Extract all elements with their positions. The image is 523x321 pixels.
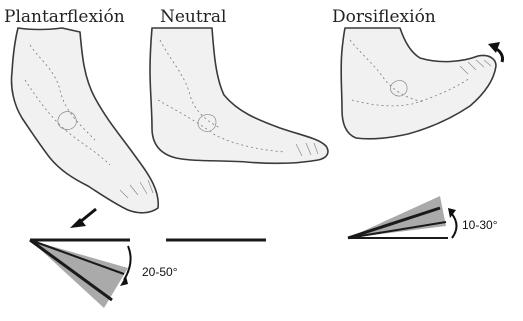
arc-arrow-icon [120, 246, 131, 286]
down-arrow-icon [70, 209, 96, 228]
foot-plantarflexion [11, 28, 158, 213]
dorsiflexion-arc-arrow-icon [448, 208, 457, 238]
dorsiflexion-angle-label: 10-30° [462, 218, 498, 232]
label-neutral: Neutral [160, 7, 226, 27]
plantarflexion-angle-diagram: 20-50° [30, 240, 178, 308]
plantarflexion-angle-label: 20-50° [142, 265, 178, 279]
dorsiflexion-angle-diagram: 10-30° [348, 196, 498, 238]
label-dorsiflexion: Dorsiflexión [332, 7, 436, 27]
label-plantarflexion: Plantarflexión [4, 7, 125, 27]
foot-dorsiflexion [341, 28, 496, 139]
foot-neutral [150, 28, 328, 163]
